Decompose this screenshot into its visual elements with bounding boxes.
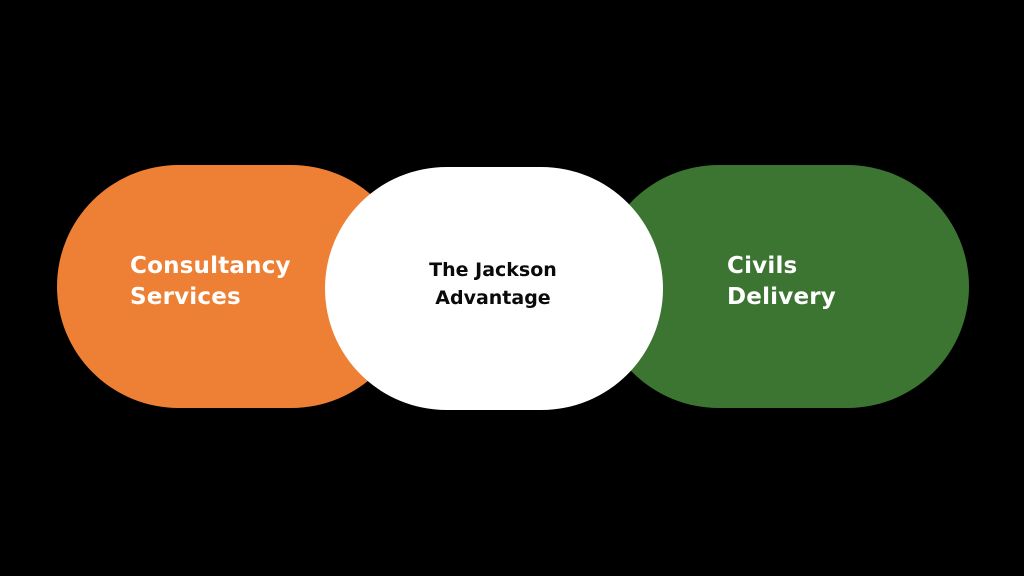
label-line-1: Consultancy <box>130 252 291 279</box>
label-line-2: Services <box>130 283 241 310</box>
label-line-1: The Jackson <box>429 258 557 281</box>
consultancy-services-label: Consultancy Services <box>130 251 291 313</box>
jackson-advantage-pill: The Jackson Advantage <box>325 167 663 410</box>
label-line-2: Delivery <box>727 283 836 310</box>
label-line-1: Civils <box>727 252 798 279</box>
jackson-advantage-label: The Jackson Advantage <box>429 256 557 312</box>
civils-delivery-label: Civils Delivery <box>727 251 836 313</box>
civils-delivery-pill: Civils Delivery <box>597 165 969 408</box>
label-line-2: Advantage <box>435 286 551 309</box>
